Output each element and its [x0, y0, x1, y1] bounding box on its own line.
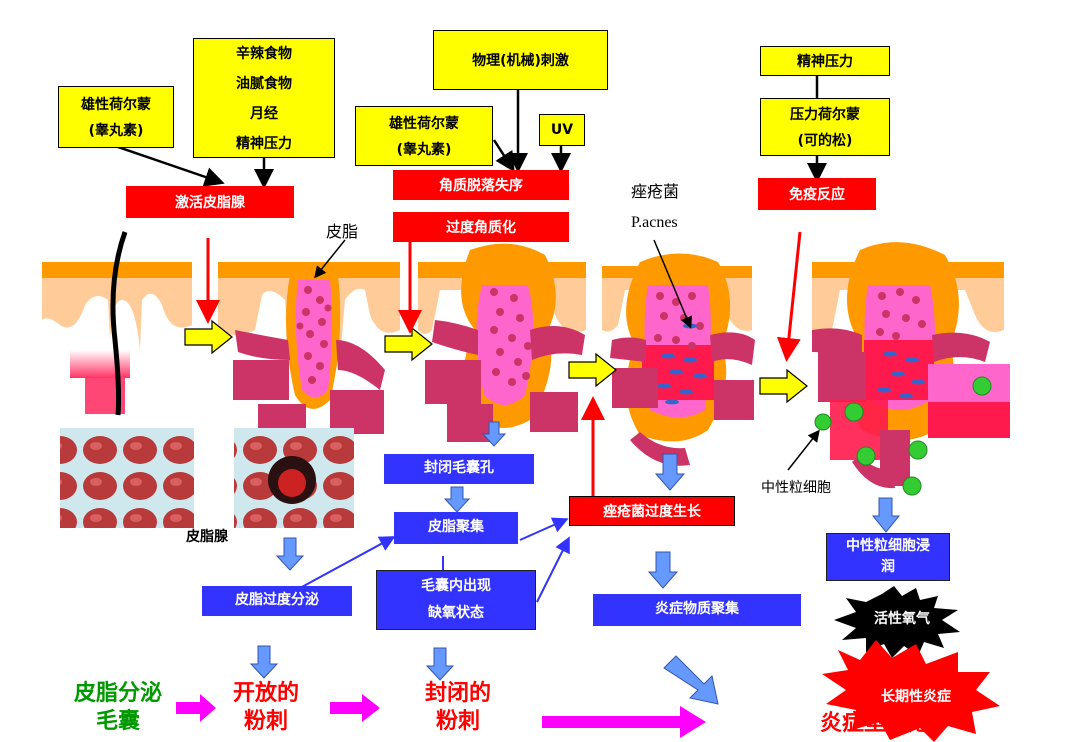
trigger-line: 月经 [250, 106, 278, 122]
trigger-line: 辛辣食物 [236, 46, 292, 62]
trigger-line: 雄性荷尔蒙 [81, 97, 151, 113]
box-label: 免疫反应 [789, 187, 845, 203]
red-arrows [196, 231, 802, 496]
trigger-stress-hormone: 压力荷尔蒙 (可的松) [760, 98, 890, 156]
stage-3-follicle [418, 243, 586, 442]
trigger-mental-stress: 精神压力 [760, 46, 890, 76]
blue-connectors [299, 517, 570, 603]
label-acne-bacteria: 痤疮菌 [631, 182, 680, 201]
box-label: 皮脂过度分泌 [235, 592, 319, 609]
box-keratin-shedding: 角质脱落失序 [393, 170, 569, 200]
box-label: 炎症物质聚集 [655, 601, 739, 618]
burst-ros-label: 活性氧气 [874, 611, 930, 627]
box-label: 痤疮菌过度生长 [603, 504, 701, 520]
box-hyperkeratinization: 过度角质化 [393, 212, 569, 242]
trigger-line: 精神压力 [797, 54, 853, 70]
stage-arrows [184, 319, 808, 404]
trigger-diet-stress: 辛辣食物 油腻食物 月经 精神压力 [193, 38, 335, 158]
flow-line: 毛囊 [95, 708, 140, 734]
sebaceous-photo-blocked [234, 428, 354, 528]
flow-open-comedone: 开放的 粉刺 [220, 680, 312, 735]
flow-closed-comedone: 封闭的 粉刺 [410, 680, 506, 735]
label-pacnes: P.acnes [631, 214, 678, 231]
trigger-line: 精神压力 [236, 136, 292, 152]
trigger-androgen-2: 雄性荷尔蒙 (睾丸素) [355, 106, 493, 166]
box-label: 封闭毛囊孔 [424, 460, 494, 477]
trigger-androgen-1: 雄性荷尔蒙 (睾丸素) [58, 86, 174, 148]
flow-line: 粉刺 [243, 708, 288, 734]
chronic-burst [822, 640, 1000, 742]
box-label: 过度角质化 [446, 220, 516, 236]
trigger-line: 物理(机械)刺激 [472, 53, 569, 69]
box-label: 激活皮脂腺 [175, 195, 245, 211]
stage-4-follicle [602, 253, 755, 466]
trigger-line: UV [550, 122, 574, 138]
trigger-line: 压力荷尔蒙 [790, 107, 860, 123]
trigger-line: (可的松) [797, 133, 853, 149]
sebaceous-photo-normal [60, 428, 194, 528]
stage-2-follicle [218, 262, 400, 438]
box-inflammatory-accumulation: 炎症物质聚集 [593, 594, 801, 626]
trigger-uv: UV [539, 114, 585, 146]
box-label: 中性粒细胞浸 [846, 537, 930, 554]
flow-line: 粉刺 [435, 708, 480, 734]
flow-line: 皮脂分泌 [73, 681, 162, 706]
flow-line: 封闭的 [424, 681, 491, 706]
box-sebum-accumulation: 皮脂聚集 [394, 512, 518, 544]
box-label: 毛囊内出现 [421, 577, 491, 594]
flow-arrows [176, 694, 706, 738]
flow-line: 开放的 [232, 681, 299, 706]
box-excess-sebum: 皮脂过度分泌 [202, 586, 352, 616]
label-neutrophil: 中性粒细胞 [761, 480, 831, 496]
trigger-line: (睾丸素) [396, 142, 452, 158]
trigger-connectors [114, 76, 827, 471]
label-sebaceous-gland: 皮脂腺 [186, 529, 228, 545]
burst-chronic-label: 长期性炎症 [881, 689, 951, 705]
box-pacnes-overgrowth: 痤疮菌过度生长 [569, 496, 735, 526]
box-immune-response: 免疫反应 [758, 178, 876, 210]
stage-5-follicle [812, 242, 1010, 496]
trigger-mechanical: 物理(机械)刺激 [433, 30, 608, 90]
down-arrows [249, 421, 901, 705]
trigger-line: (睾丸素) [88, 123, 144, 139]
box-label: 皮脂聚集 [428, 519, 484, 536]
stage-1-follicle [42, 231, 192, 416]
box-activate-sebaceous: 激活皮脂腺 [126, 186, 294, 218]
label-sebum: 皮脂 [326, 222, 359, 241]
box-label: 角质脱落失序 [439, 178, 523, 194]
box-label: 润 [881, 559, 895, 575]
box-hypoxia: 毛囊内出现 缺氧状态 [376, 570, 536, 630]
ros-burst [834, 586, 960, 658]
trigger-line: 油腻食物 [236, 76, 292, 92]
flow-sebaceous-follicle: 皮脂分泌 毛囊 [64, 680, 172, 735]
flow-inflammatory-acne: 炎症型痤疮 [819, 711, 930, 736]
box-neutrophil-infiltration: 中性粒细胞浸 润 [826, 533, 950, 581]
box-label: 缺氧状态 [428, 605, 484, 621]
box-close-follicle: 封闭毛囊孔 [384, 454, 534, 484]
trigger-line: 雄性荷尔蒙 [389, 116, 459, 132]
